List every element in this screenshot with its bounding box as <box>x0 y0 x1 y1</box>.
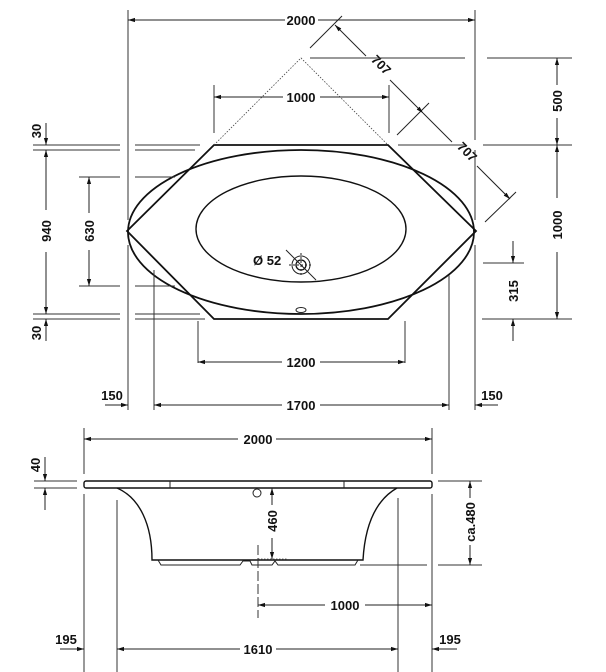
rim-bottom-label: 30 <box>29 326 44 340</box>
basin-width-label: 1200 <box>287 355 316 370</box>
drain-to-edge-label: 1000 <box>331 598 360 613</box>
inner-width-label: 1700 <box>287 398 316 413</box>
height-label: ca.480 <box>463 502 478 542</box>
side-left-label: 150 <box>101 388 123 403</box>
drain-icon <box>285 249 317 281</box>
basin-depth-label: 630 <box>82 220 97 242</box>
tub-rim-side <box>83 480 433 489</box>
plan-view: Ø 52 2000 1000 707 707 500 <box>29 10 572 413</box>
tub-body-side <box>116 487 398 561</box>
plan-overall-depth-label: 1000 <box>550 211 565 240</box>
side-overall-width-label: 2000 <box>244 432 273 447</box>
inner-depth-label: 940 <box>39 220 54 242</box>
overflow-icon <box>252 488 262 498</box>
corner-depth-label: 500 <box>550 90 565 112</box>
corner-projection <box>213 57 389 146</box>
tub-rim-outline <box>125 144 478 320</box>
drain-diameter-label: Ø 52 <box>253 253 281 268</box>
rim-thickness-label: 40 <box>28 458 43 472</box>
plan-top-edge-label: 1000 <box>287 90 316 105</box>
overflow-icon <box>295 307 307 313</box>
tub-basin <box>195 175 407 283</box>
corner-diagonal-1-label: 707 <box>368 52 394 78</box>
offset-right-label: 195 <box>439 632 461 647</box>
side-right-label: 150 <box>481 388 503 403</box>
drain-offset-label: 315 <box>506 280 521 302</box>
tub-inner-rim <box>127 149 475 315</box>
water-depth-label: 460 <box>265 510 280 532</box>
rim-top-label: 30 <box>29 124 44 138</box>
body-width-label: 1610 <box>244 642 273 657</box>
corner-diagonal-2-label: 707 <box>454 139 480 165</box>
side-view: 2000 40 460 ca.480 <box>28 428 482 672</box>
plan-overall-width-label: 2000 <box>287 13 316 28</box>
offset-left-label: 195 <box>55 632 77 647</box>
